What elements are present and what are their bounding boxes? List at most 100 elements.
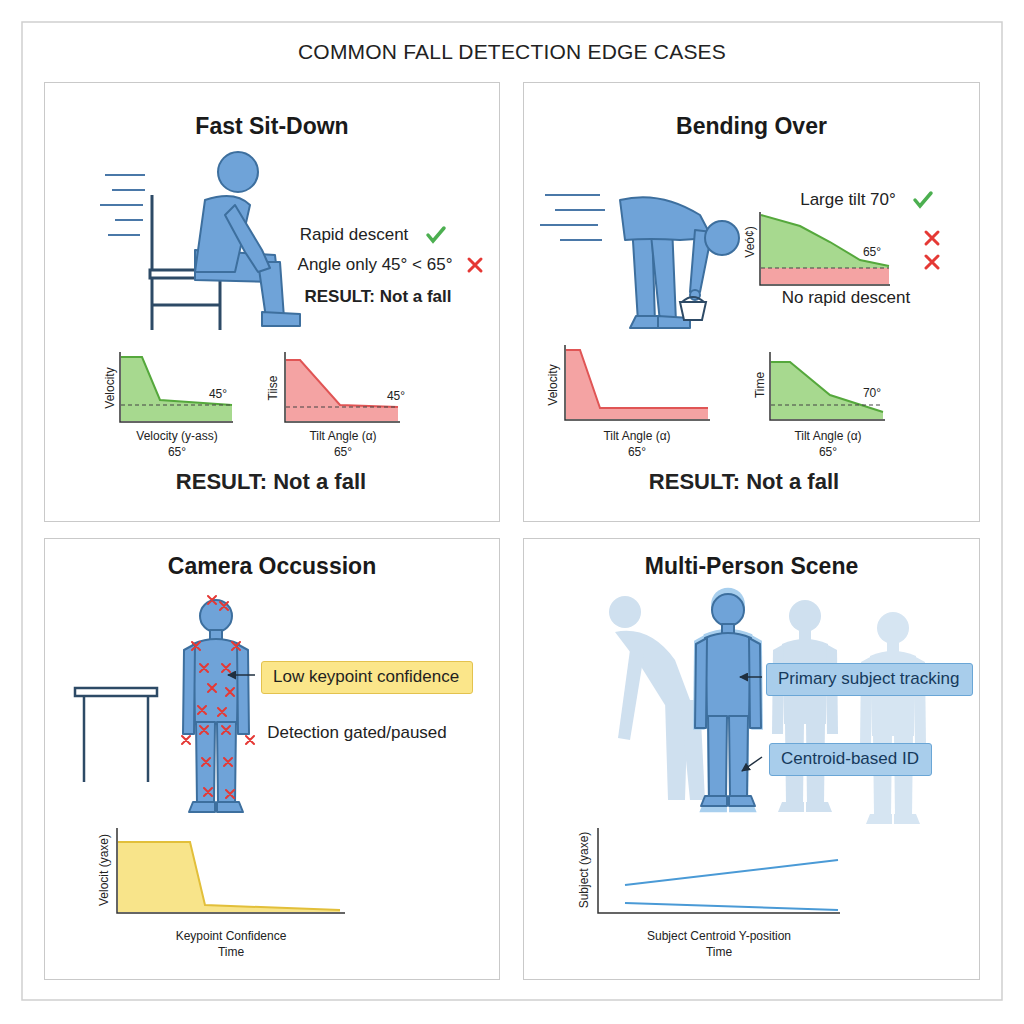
confidence-chart bbox=[117, 828, 345, 913]
table-leg bbox=[147, 696, 150, 782]
diagram-title: COMMON FALL DETECTION EDGE CASES bbox=[0, 40, 1024, 64]
chart-area bbox=[771, 362, 883, 419]
cross-mark bbox=[926, 232, 938, 244]
leader-arrow bbox=[228, 674, 255, 676]
annotation-text: Large tilt 70° bbox=[800, 190, 896, 210]
chart-axes bbox=[285, 352, 400, 422]
annotation-text: Keypoint Confidence bbox=[176, 929, 287, 943]
person-head bbox=[218, 152, 258, 192]
chart-axes bbox=[760, 212, 890, 285]
bucket-body bbox=[680, 302, 706, 320]
chart-line bbox=[566, 350, 708, 408]
sitting-person bbox=[195, 152, 300, 326]
annotation-text: Angle only 45° < 65° bbox=[298, 255, 453, 275]
annotation-text: Detection gated/paused bbox=[267, 723, 447, 743]
tilt-chart bbox=[285, 352, 400, 422]
chart-axes bbox=[117, 828, 345, 913]
annotation-text: 70° bbox=[863, 386, 881, 400]
speed-line bbox=[540, 224, 598, 226]
tilt-chart bbox=[760, 212, 890, 285]
chart-line bbox=[118, 842, 340, 910]
threshold-line bbox=[121, 404, 232, 405]
axis-label: Time bbox=[753, 372, 767, 398]
cross-mark bbox=[926, 256, 938, 268]
callout-text: Primary subject tracking bbox=[778, 669, 959, 689]
panel-heading: Multi-Person Scene bbox=[524, 553, 979, 580]
annotation-text: Rapid descent bbox=[300, 225, 409, 245]
keypoint-marks bbox=[182, 596, 254, 798]
outer-frame bbox=[22, 22, 1002, 1000]
cross-mark bbox=[469, 259, 481, 271]
chart-area bbox=[761, 268, 889, 284]
threshold-line bbox=[761, 267, 889, 268]
bucket-drawing bbox=[680, 297, 706, 320]
panel-heading: Camera Occussion bbox=[45, 553, 499, 580]
leader-arrow bbox=[742, 757, 762, 771]
annotation-text: 65° bbox=[628, 445, 646, 459]
chart-line bbox=[625, 860, 838, 885]
chart-area bbox=[566, 350, 708, 419]
table-top bbox=[75, 688, 157, 696]
chart-line bbox=[771, 362, 883, 412]
annotation-text: 65° bbox=[819, 445, 837, 459]
background-person bbox=[772, 600, 838, 812]
threshold-line bbox=[286, 406, 398, 407]
table-leg bbox=[83, 696, 86, 782]
annotation-text: 65° bbox=[334, 445, 352, 459]
callout-box: Primary subject tracking bbox=[766, 663, 973, 696]
annotation-text: 65° bbox=[168, 445, 186, 459]
scenario-panel: Camera OccussionLow keypoint confidence bbox=[44, 538, 500, 980]
chart-axes bbox=[565, 345, 710, 420]
annotation-text: Time bbox=[706, 945, 732, 959]
chart-area bbox=[118, 842, 340, 912]
panel-heading: Fast Sit-Down bbox=[45, 113, 499, 140]
speed-lines bbox=[540, 195, 605, 240]
chart-line bbox=[121, 357, 232, 405]
speed-line bbox=[108, 234, 140, 236]
chair-post bbox=[151, 195, 154, 330]
person-foot bbox=[630, 316, 660, 328]
chart-line bbox=[286, 360, 398, 407]
person-head bbox=[609, 596, 641, 628]
scenario-panel: Bending Over bbox=[523, 82, 980, 522]
centroid-chart bbox=[598, 828, 840, 913]
chart-area bbox=[121, 357, 232, 421]
annotation-text: No rapid descent bbox=[782, 288, 911, 308]
person-arm bbox=[618, 648, 645, 740]
annotation-text: 65° bbox=[863, 245, 881, 259]
leader-arrow bbox=[740, 676, 762, 678]
chart-axes bbox=[120, 352, 233, 422]
callout-box: Low keypoint confidence bbox=[261, 661, 473, 694]
check-mark bbox=[428, 228, 444, 241]
axis-label: Velocity bbox=[546, 364, 560, 405]
annotation-text: Velocity (y-ass) bbox=[136, 429, 217, 443]
background-person bbox=[609, 596, 705, 800]
person-head bbox=[705, 221, 739, 255]
axis-label: Tiise bbox=[266, 376, 280, 401]
chart-line bbox=[625, 903, 838, 910]
background-person bbox=[860, 612, 926, 824]
speed-line bbox=[105, 174, 145, 176]
axis-label: Velocit (yaxe) bbox=[97, 834, 111, 906]
speed-line bbox=[555, 209, 605, 211]
axis-label: Veó¢) bbox=[743, 226, 757, 257]
annotation-text: Tilt Angle (α) bbox=[794, 429, 861, 443]
speed-lines bbox=[100, 175, 145, 235]
panel-heading: Bending Over bbox=[524, 113, 979, 140]
annotation-text: Tilt Angle (α) bbox=[603, 429, 670, 443]
annotation-text: RESULT: Not a fall bbox=[649, 469, 839, 495]
table-drawing bbox=[75, 688, 157, 782]
velocity-chart bbox=[565, 345, 710, 420]
callout-text: Low keypoint confidence bbox=[273, 667, 459, 687]
speed-line bbox=[545, 194, 600, 196]
bending-person bbox=[620, 197, 739, 328]
halo-shape bbox=[693, 588, 763, 813]
chart-line bbox=[761, 215, 889, 266]
person-foot bbox=[262, 312, 300, 326]
callout-box: Centroid-based ID bbox=[769, 743, 932, 776]
speed-line bbox=[100, 204, 143, 206]
speed-line bbox=[115, 219, 143, 221]
annotation-text: 45° bbox=[209, 387, 227, 401]
